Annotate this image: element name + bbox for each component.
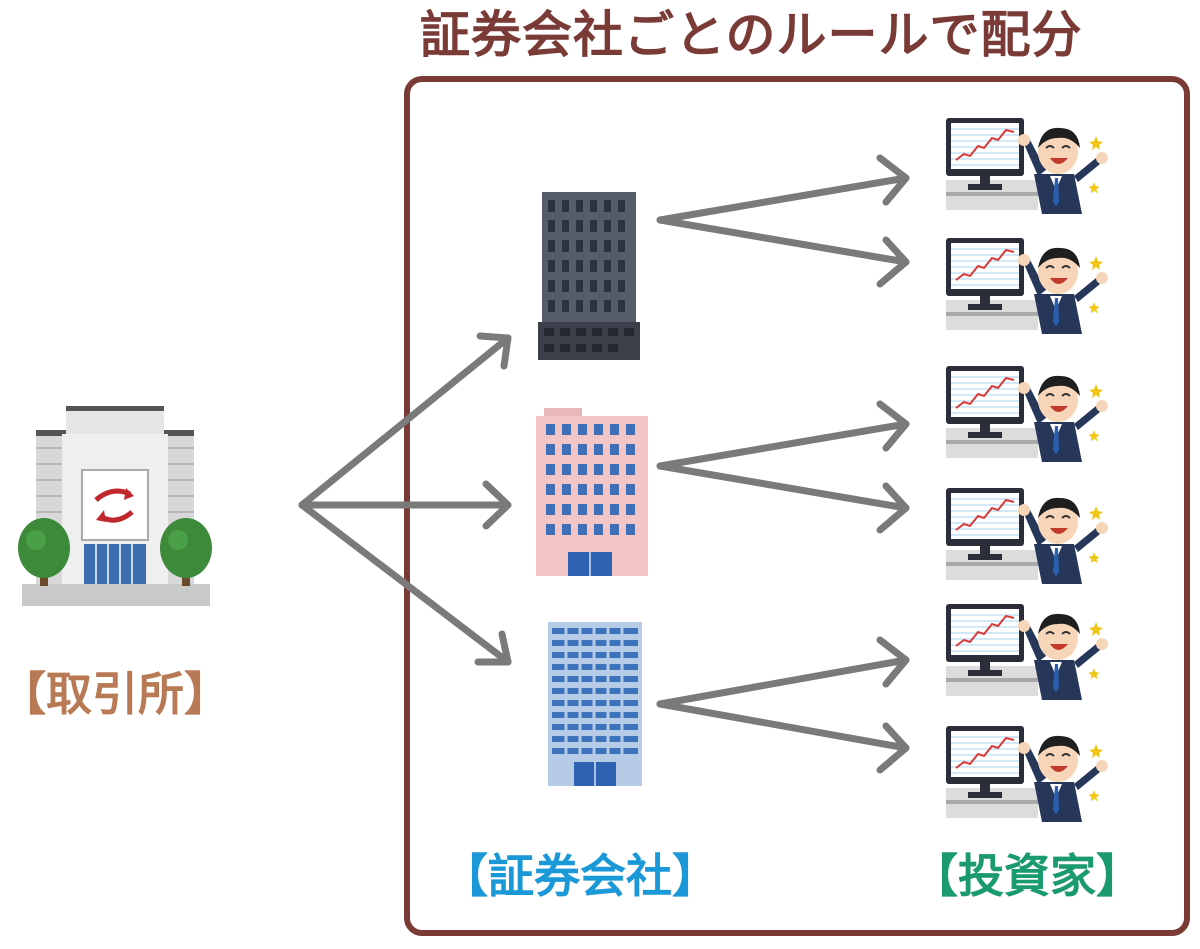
allocation-arrows (298, 154, 910, 774)
investors-label: 【投資家】 (912, 849, 1142, 903)
happy-investor-at-monitor-icon (945, 725, 1109, 823)
dark-tower-building-icon (538, 192, 640, 360)
happy-investor-at-monitor-icon (945, 117, 1109, 215)
blue-office-building-icon (548, 622, 642, 786)
stock-exchange-building-icon (18, 406, 212, 606)
happy-investor-at-monitor-icon (945, 487, 1109, 585)
exchange-to-broker-arrows (298, 332, 512, 666)
happy-investor-at-monitor-icon (945, 603, 1109, 701)
brokers-label: 【証券会社】 (442, 849, 718, 903)
exchange-label: 【取引所】 (0, 667, 230, 721)
happy-investor-at-monitor-icon (945, 237, 1109, 335)
diagram-title: 証券会社ごとのルールで配分 (420, 6, 1083, 64)
happy-investor-at-monitor-icon (945, 365, 1109, 463)
pink-office-building-icon (536, 408, 648, 576)
broker-to-investor-arrows (656, 154, 910, 774)
